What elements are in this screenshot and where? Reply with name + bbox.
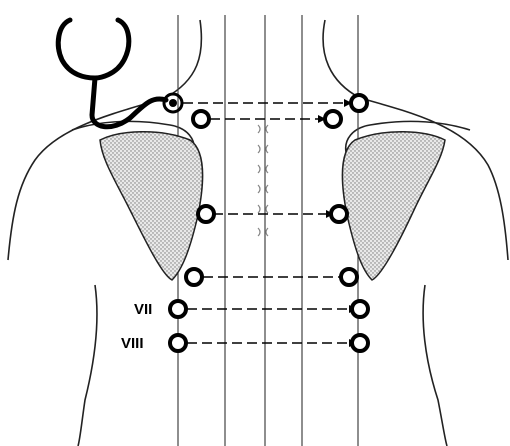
label-viii: VIII	[121, 335, 144, 352]
point-right-4	[341, 269, 357, 285]
point-right-1	[351, 95, 367, 111]
point-left-6	[170, 335, 186, 351]
point-left-3	[198, 206, 214, 222]
spine-marks	[258, 125, 268, 236]
point-right-6	[352, 335, 368, 351]
vertical-lines	[178, 15, 358, 446]
point-right-2	[325, 111, 341, 127]
point-left-4	[186, 269, 202, 285]
auscultation-points	[170, 95, 368, 351]
point-right-5	[352, 301, 368, 317]
body-outline	[8, 20, 508, 446]
point-right-3	[331, 206, 347, 222]
label-vii: VII	[134, 301, 152, 318]
armpit-left	[78, 285, 97, 446]
scapula-left	[100, 132, 203, 280]
armpit-right	[423, 285, 447, 446]
point-left-5	[170, 301, 186, 317]
point-left-2	[193, 111, 209, 127]
